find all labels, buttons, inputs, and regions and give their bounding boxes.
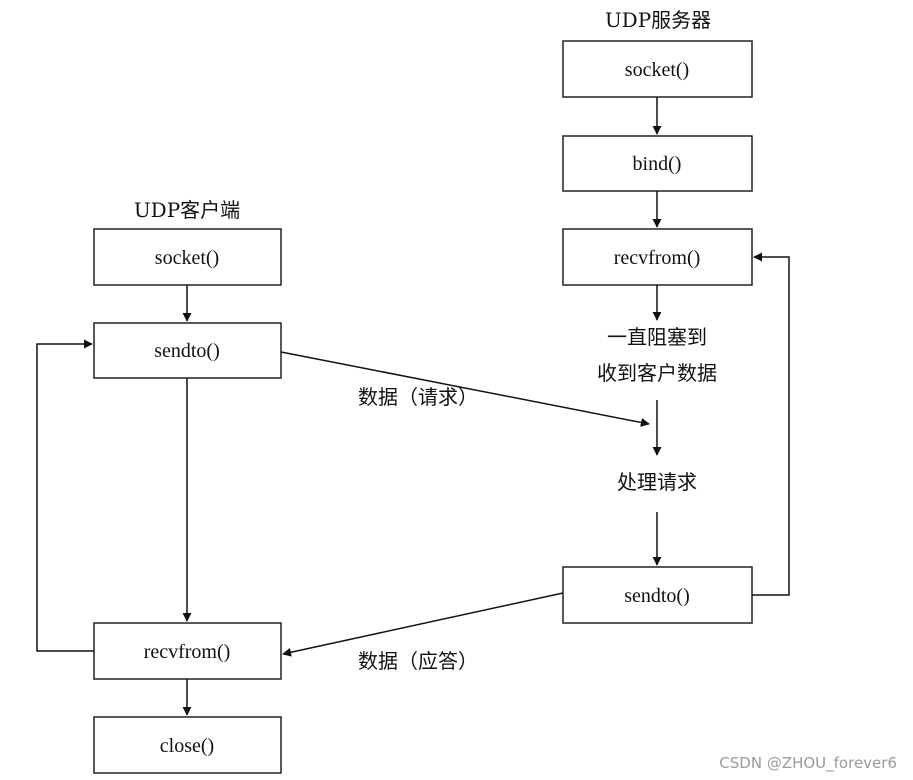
- arrow-request-message: [280, 351, 650, 427]
- watermark-text: CSDN @ZHOU_forever6: [719, 754, 897, 773]
- response-message-label: 数据（应答）: [358, 649, 478, 673]
- server-recvfrom-node: recvfrom(): [562, 228, 753, 286]
- server-bind-label: bind(): [633, 153, 682, 175]
- client-recvfrom-label: recvfrom(): [144, 641, 231, 663]
- client-socket-node: socket(): [93, 228, 282, 286]
- arrow-server-loop-back: [752, 252, 790, 596]
- client-close-node: close(): [93, 716, 282, 774]
- client-socket-label: socket(): [155, 247, 219, 269]
- arrow-response-message: [282, 592, 564, 657]
- server-process-label: 处理请求: [617, 470, 697, 494]
- server-recvfrom-label: recvfrom(): [614, 247, 701, 269]
- client-sendto-node: sendto(): [93, 322, 282, 379]
- client-title: UDP客户端: [134, 198, 240, 222]
- server-block-line2: 收到客户数据: [597, 361, 717, 385]
- server-title: UDP服务器: [605, 8, 711, 32]
- request-message-label: 数据（请求）: [358, 385, 478, 409]
- server-sendto-node: sendto(): [562, 566, 753, 624]
- server-block-line1: 一直阻塞到: [607, 325, 707, 349]
- server-socket-node: socket(): [562, 40, 753, 98]
- server-sendto-label: sendto(): [624, 585, 690, 607]
- server-socket-label: socket(): [625, 59, 689, 81]
- client-recvfrom-node: recvfrom(): [93, 622, 282, 680]
- arrow-client-loop-back: [36, 339, 94, 652]
- server-bind-node: bind(): [562, 135, 753, 192]
- client-close-label: close(): [160, 735, 214, 757]
- client-sendto-label: sendto(): [154, 340, 220, 362]
